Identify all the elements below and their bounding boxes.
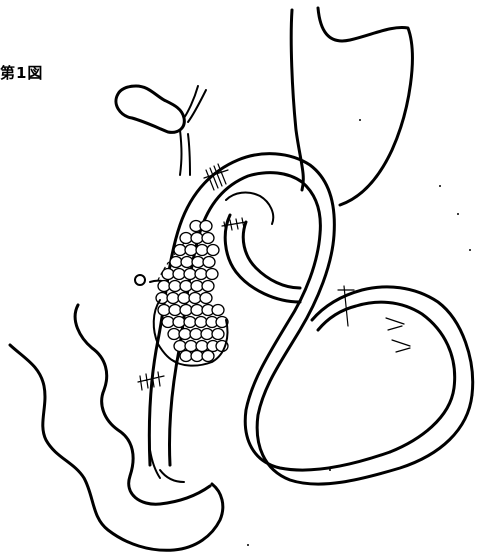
duct-lines [180, 130, 190, 175]
gallbladder-shape [116, 86, 206, 132]
cluster-cell [195, 269, 207, 280]
cluster-cell [167, 293, 179, 304]
cluster-cell [191, 305, 203, 316]
cluster-cell [190, 329, 202, 340]
stomach-outline [291, 8, 412, 205]
cluster-cell [184, 317, 196, 328]
cluster-cell [180, 281, 192, 292]
cluster-cell [180, 233, 192, 244]
cluster-cell [168, 329, 180, 340]
cluster-cell [169, 281, 181, 292]
cluster-cell [191, 281, 203, 292]
cluster-cell [178, 293, 190, 304]
cluster-cell [174, 245, 186, 256]
cluster-cell [180, 351, 192, 362]
cluster-cell [202, 281, 214, 292]
cluster-cell [158, 281, 170, 292]
cluster-cell [196, 245, 208, 256]
small-circle-marker [135, 275, 145, 285]
cluster-cell [192, 257, 204, 268]
cluster-cell [191, 351, 203, 362]
cluster-cell [162, 317, 174, 328]
cluster-cell [162, 269, 174, 280]
upper-small-loop [225, 193, 300, 302]
cluster-cell [179, 329, 191, 340]
cluster-cell [200, 221, 212, 232]
cluster-cell [185, 341, 197, 352]
cluster-cell [196, 341, 208, 352]
cluster-cell [173, 317, 185, 328]
cluster-cell [206, 269, 218, 280]
cluster-cell [200, 293, 212, 304]
cluster-cell [202, 233, 214, 244]
cluster-cell [212, 329, 224, 340]
cluster-cell [212, 305, 224, 316]
cluster-cell [195, 317, 207, 328]
cluster-cell [202, 351, 214, 362]
cluster-cell [174, 341, 186, 352]
cluster-cell [189, 293, 201, 304]
cluster-cell [184, 269, 196, 280]
cluster-cell [180, 305, 192, 316]
cluster-cell [191, 233, 203, 244]
cluster-cell [173, 269, 185, 280]
cluster-cell [170, 257, 182, 268]
cluster-cell [181, 257, 193, 268]
cell-cluster [135, 221, 228, 366]
cluster-cell [207, 245, 219, 256]
cluster-cell [201, 329, 213, 340]
cluster-cell [185, 245, 197, 256]
cluster-cell [158, 305, 170, 316]
cluster-cell [203, 257, 215, 268]
cluster-cell [169, 305, 181, 316]
